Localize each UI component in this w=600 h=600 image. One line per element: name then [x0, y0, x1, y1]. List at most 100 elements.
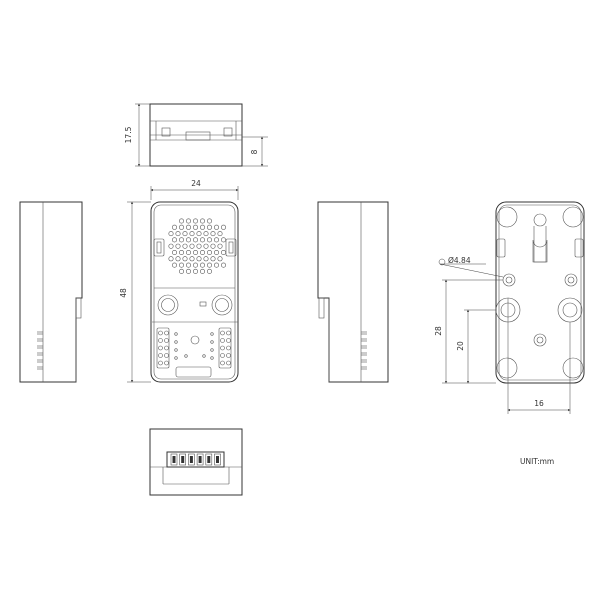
speaker-hole	[189, 256, 195, 262]
pin-hole	[226, 330, 231, 336]
speaker-hole	[221, 237, 227, 243]
speaker-hole	[210, 231, 216, 237]
dim-back-28: 28	[434, 326, 443, 336]
speaker-hole	[179, 237, 185, 243]
speaker-hole	[186, 250, 192, 256]
side-pins-right	[361, 331, 367, 370]
bottom-view	[149, 428, 243, 496]
speaker-hole	[207, 268, 213, 274]
speaker-hole	[172, 262, 178, 268]
dim-top-height: 17.5	[124, 126, 133, 143]
via-dot	[184, 354, 188, 358]
pin-header-right	[220, 330, 231, 366]
pin-hole	[158, 345, 163, 351]
speaker-hole	[193, 262, 199, 268]
speaker-hole	[189, 243, 195, 249]
speaker-hole	[200, 237, 206, 243]
bottom-pin-row	[170, 453, 221, 466]
speaker-hole	[214, 224, 220, 230]
pin-hole	[158, 360, 163, 366]
via-dot	[174, 332, 178, 336]
bottom-pin	[205, 453, 213, 466]
speaker-hole	[214, 250, 220, 256]
speaker-hole	[200, 218, 206, 224]
speaker-hole	[186, 262, 192, 268]
bottom-pin-core	[181, 456, 185, 463]
speaker-hole	[179, 218, 185, 224]
speaker-hole	[200, 224, 206, 230]
via-dot	[202, 354, 206, 358]
speaker-hole	[168, 231, 174, 237]
front-via-dots	[174, 332, 214, 360]
speaker-hole	[186, 268, 192, 274]
speaker-hole	[168, 243, 174, 249]
left-side-view	[19, 201, 83, 383]
speaker-hole	[203, 243, 209, 249]
via-dot	[174, 340, 178, 344]
speaker-hole	[221, 224, 227, 230]
speaker-hole	[207, 218, 213, 224]
pin-hole	[226, 338, 231, 343]
dim-top-step: 8	[250, 149, 259, 154]
side-pins-left	[37, 331, 43, 370]
right-side-view	[317, 201, 389, 383]
pin-hole	[164, 353, 169, 358]
speaker-hole	[196, 243, 202, 249]
speaker-hole	[186, 224, 192, 230]
bottom-pin-core	[189, 456, 193, 463]
speaker-hole	[179, 250, 185, 256]
pin-hole	[158, 338, 163, 343]
speaker-hole	[200, 262, 206, 268]
via-dot	[210, 340, 214, 344]
speaker-hole	[175, 243, 181, 249]
speaker-hole	[193, 237, 199, 243]
front-view: 24 48	[119, 179, 239, 383]
pin-hole	[220, 330, 225, 336]
dim-length: 48	[119, 288, 128, 298]
pin-hole	[226, 353, 231, 358]
speaker-hole	[172, 250, 178, 256]
pin-hole	[164, 360, 169, 366]
pin-hole	[158, 353, 163, 358]
bottom-pin	[196, 453, 204, 466]
dim-width: 24	[191, 179, 201, 188]
speaker-hole	[175, 256, 181, 262]
speaker-hole	[182, 256, 188, 262]
pin-hole	[164, 338, 169, 343]
speaker-hole	[214, 262, 220, 268]
speaker-hole	[200, 268, 206, 274]
speaker-hole	[207, 250, 213, 256]
speaker-hole	[179, 262, 185, 268]
via-dot	[174, 348, 178, 352]
via-dot	[210, 348, 214, 352]
speaker-hole	[207, 262, 213, 268]
speaker-hole	[168, 256, 174, 262]
speaker-hole	[179, 224, 185, 230]
pin-hole	[226, 360, 231, 366]
pin-hole	[158, 330, 163, 336]
speaker-hole	[200, 250, 206, 256]
bottom-pin-core	[216, 456, 219, 463]
via-dot	[210, 332, 214, 336]
speaker-hole	[214, 237, 220, 243]
speaker-hole	[217, 243, 223, 249]
speaker-hole	[203, 256, 209, 262]
speaker-hole	[182, 231, 188, 237]
speaker-hole	[210, 243, 216, 249]
bottom-pin	[214, 453, 221, 466]
speaker-hole	[221, 262, 227, 268]
pin-hole	[220, 353, 225, 358]
via-dot	[174, 356, 178, 360]
pin-header-left	[158, 330, 169, 366]
dim-back-20: 20	[456, 341, 465, 351]
speaker-hole	[172, 224, 178, 230]
speaker-hole	[217, 256, 223, 262]
top-view: 17.5 8	[124, 103, 268, 167]
speaker-hole	[193, 218, 199, 224]
speaker-hole	[207, 237, 213, 243]
bottom-pin-core	[172, 456, 176, 463]
speaker-hole	[217, 231, 223, 237]
speaker-hole	[193, 224, 199, 230]
speaker-hole	[203, 231, 209, 237]
